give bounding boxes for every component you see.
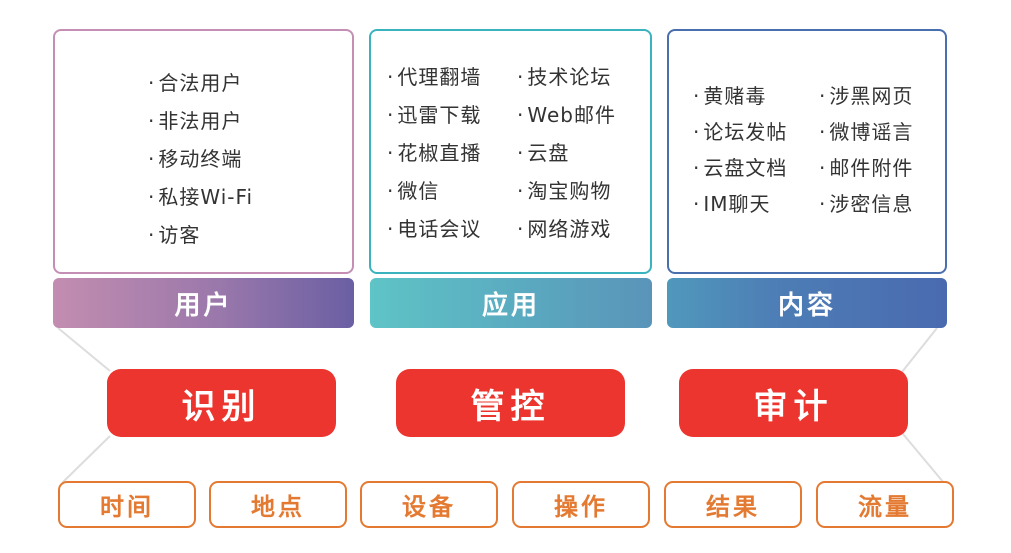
list-item: 云盘: [517, 134, 647, 172]
content-list: 黄赌毒 涉黑网页 论坛发帖 微博谣言 云盘文档 邮件附件 IM聊天 涉密信息: [693, 78, 943, 222]
dimension-device: 设备: [360, 481, 498, 528]
list-item: 涉黑网页: [819, 78, 945, 114]
dimension-operation: 操作: [512, 481, 650, 528]
dimension-traffic: 流量: [816, 481, 954, 528]
list-item: IM聊天: [693, 186, 819, 222]
control-block: 管控: [396, 369, 625, 437]
list-item: 代理翻墙: [387, 58, 517, 96]
dimension-location: 地点: [209, 481, 347, 528]
list-item: 私接Wi-Fi: [148, 178, 253, 216]
list-item: 非法用户: [148, 102, 253, 140]
list-item: 微信: [387, 172, 517, 210]
list-item: 涉密信息: [819, 186, 945, 222]
list-item: 花椒直播: [387, 134, 517, 172]
list-item: 迅雷下载: [387, 96, 517, 134]
audit-block: 审计: [679, 369, 908, 437]
list-item: 邮件附件: [819, 150, 945, 186]
list-item: 技术论坛: [517, 58, 647, 96]
users-list: 合法用户 非法用户 移动终端 私接Wi-Fi 访客: [148, 64, 253, 254]
list-item: 合法用户: [148, 64, 253, 102]
list-item: 移动终端: [148, 140, 253, 178]
list-item: 网络游戏: [517, 210, 647, 248]
list-item: 云盘文档: [693, 150, 819, 186]
apps-panel: 代理翻墙 技术论坛 迅雷下载 Web邮件 花椒直播 云盘 微信 淘宝购物 电话会…: [369, 29, 652, 274]
users-panel: 合法用户 非法用户 移动终端 私接Wi-Fi 访客: [53, 29, 354, 274]
apps-list: 代理翻墙 技术论坛 迅雷下载 Web邮件 花椒直播 云盘 微信 淘宝购物 电话会…: [387, 58, 637, 248]
list-item: Web邮件: [517, 96, 647, 134]
apps-label: 应用: [370, 278, 652, 328]
list-item: 访客: [148, 216, 253, 254]
list-item: 黄赌毒: [693, 78, 819, 114]
list-item: 论坛发帖: [693, 114, 819, 150]
list-item: 电话会议: [387, 210, 517, 248]
identify-block: 识别: [107, 369, 336, 437]
list-item: 微博谣言: [819, 114, 945, 150]
list-item: 淘宝购物: [517, 172, 647, 210]
dimension-time: 时间: [58, 481, 196, 528]
content-panel: 黄赌毒 涉黑网页 论坛发帖 微博谣言 云盘文档 邮件附件 IM聊天 涉密信息: [667, 29, 947, 274]
dimension-result: 结果: [664, 481, 802, 528]
content-label: 内容: [667, 278, 947, 328]
users-label: 用户: [53, 278, 354, 328]
